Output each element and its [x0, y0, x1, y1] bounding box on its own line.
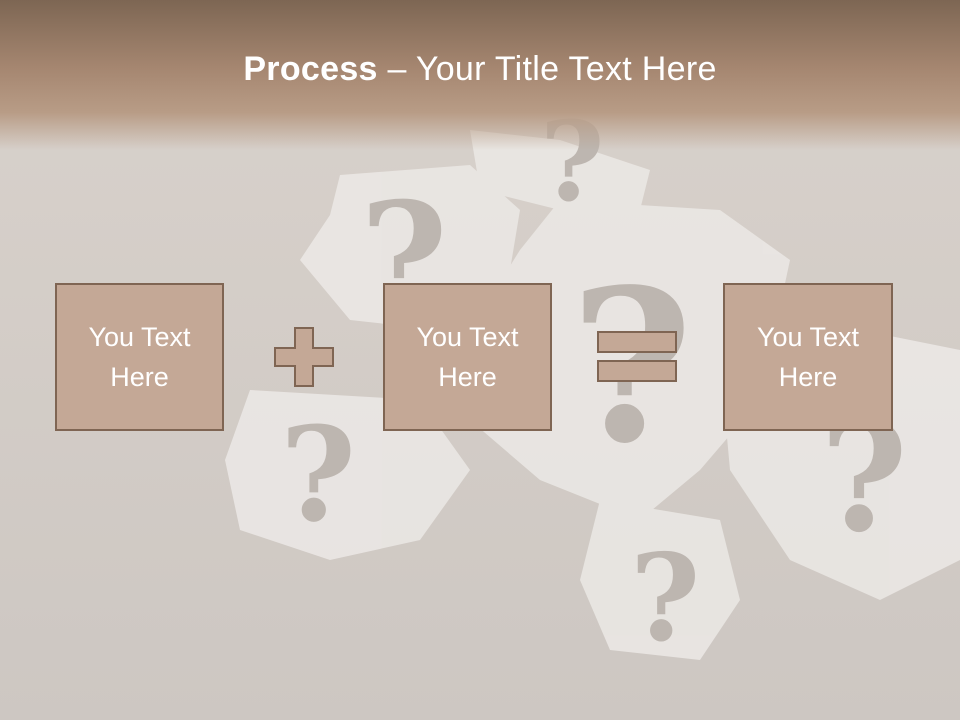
title-rest: – Your Title Text Here: [377, 50, 717, 88]
title-bold: Process: [243, 50, 378, 88]
equals-icon: [597, 331, 677, 382]
plus-icon: [274, 327, 334, 387]
text-box-1[interactable]: You Text Here: [55, 283, 224, 431]
svg-text:?: ?: [280, 398, 356, 551]
text-box-2[interactable]: You Text Here: [383, 283, 552, 431]
text-box-2-label: You Text Here: [416, 322, 519, 392]
text-box-3-label: You Text Here: [756, 322, 860, 392]
text-box-3[interactable]: You Text Here: [723, 283, 893, 431]
svg-text:?: ?: [630, 528, 700, 669]
title-bar: [0, 0, 960, 150]
slide-title: Process – Your Title Text Here: [0, 50, 960, 89]
text-box-1-label: You Text Here: [88, 322, 191, 392]
